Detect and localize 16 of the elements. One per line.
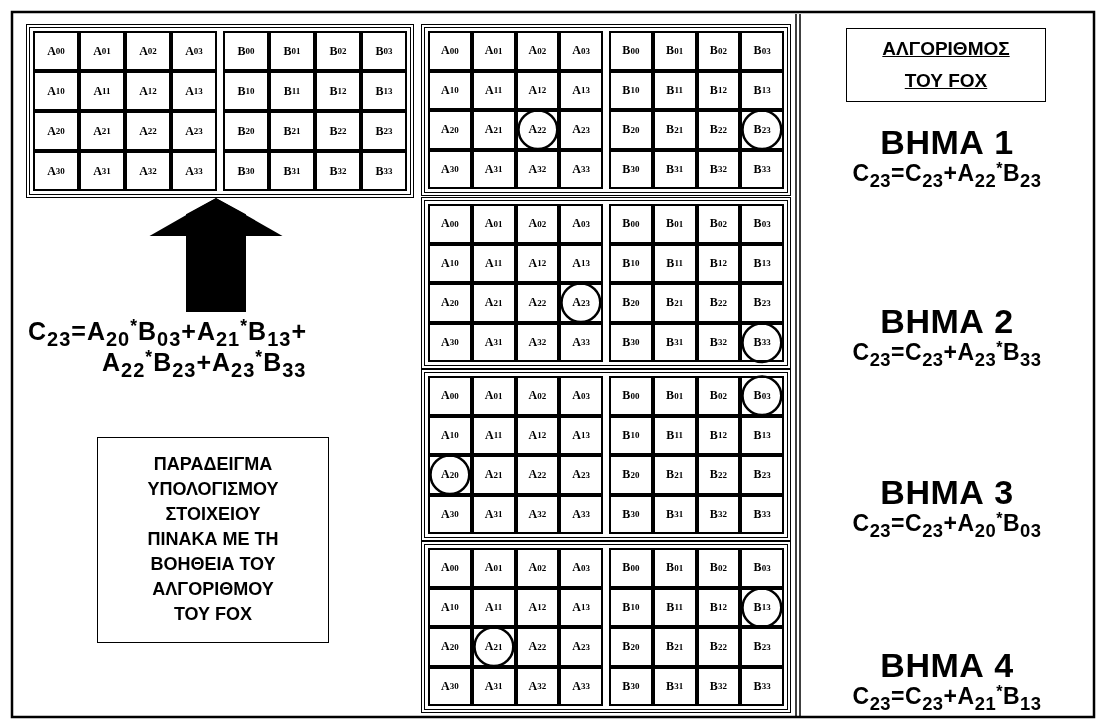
step-heading: ΒΗΜΑ 3 — [879, 473, 1015, 512]
formula-text: C$_{23}$=A$_{20}$$^{*}$B$_{03}$+A$_{21}$$^{*}$B$_{13}$+ A$_{22}$$^{*}$B$_{23}$+A$_{23}$$^{*}$B$_{33}$ — [28, 312, 408, 382]
step-formula: C$_{23}$=C$_{23}$+A$_{22}$$^{*}$B$_{23}$ — [851, 160, 1043, 187]
step-formula: C$_{23}$=C$_{23}$+A$_{23}$$^{*}$B$_{33}$ — [851, 339, 1043, 366]
matrix-panel — [421, 197, 791, 369]
matrix-panel — [421, 24, 791, 196]
matrix-panel — [421, 369, 791, 541]
step-heading: ΒΗΜΑ 4 — [879, 646, 1015, 685]
step-formula: C$_{23}$=C$_{23}$+A$_{20}$$^{*}$B$_{03}$ — [851, 510, 1043, 537]
step-heading: ΒΗΜΑ 1 — [879, 123, 1015, 162]
note-box: ΠΑΡΑΔΕΙΓΜΑ ΥΠΟΛΟΓΙΣΜΟΥ ΣΤΟΙΧΕΙΟΥ ΠΙΝΑΚΑ ΜΕ ΤΗ ΒΟΗΘΕΙΑ ΤΟΥ ΑΛΓΟΡΙΘΜΟΥ ΤΟΥ FOX — [97, 437, 329, 643]
title-box: ΑΛΓΟΡΙΘΜΟΣ ΤΟΥ FOX — [846, 28, 1046, 102]
matrix-panel — [421, 541, 791, 713]
step-formula: C$_{23}$=C$_{23}$+A$_{21}$$^{*}$B$_{13}$ — [851, 683, 1043, 710]
matrix-panel — [26, 24, 414, 198]
step-heading: ΒΗΜΑ 2 — [879, 302, 1015, 341]
